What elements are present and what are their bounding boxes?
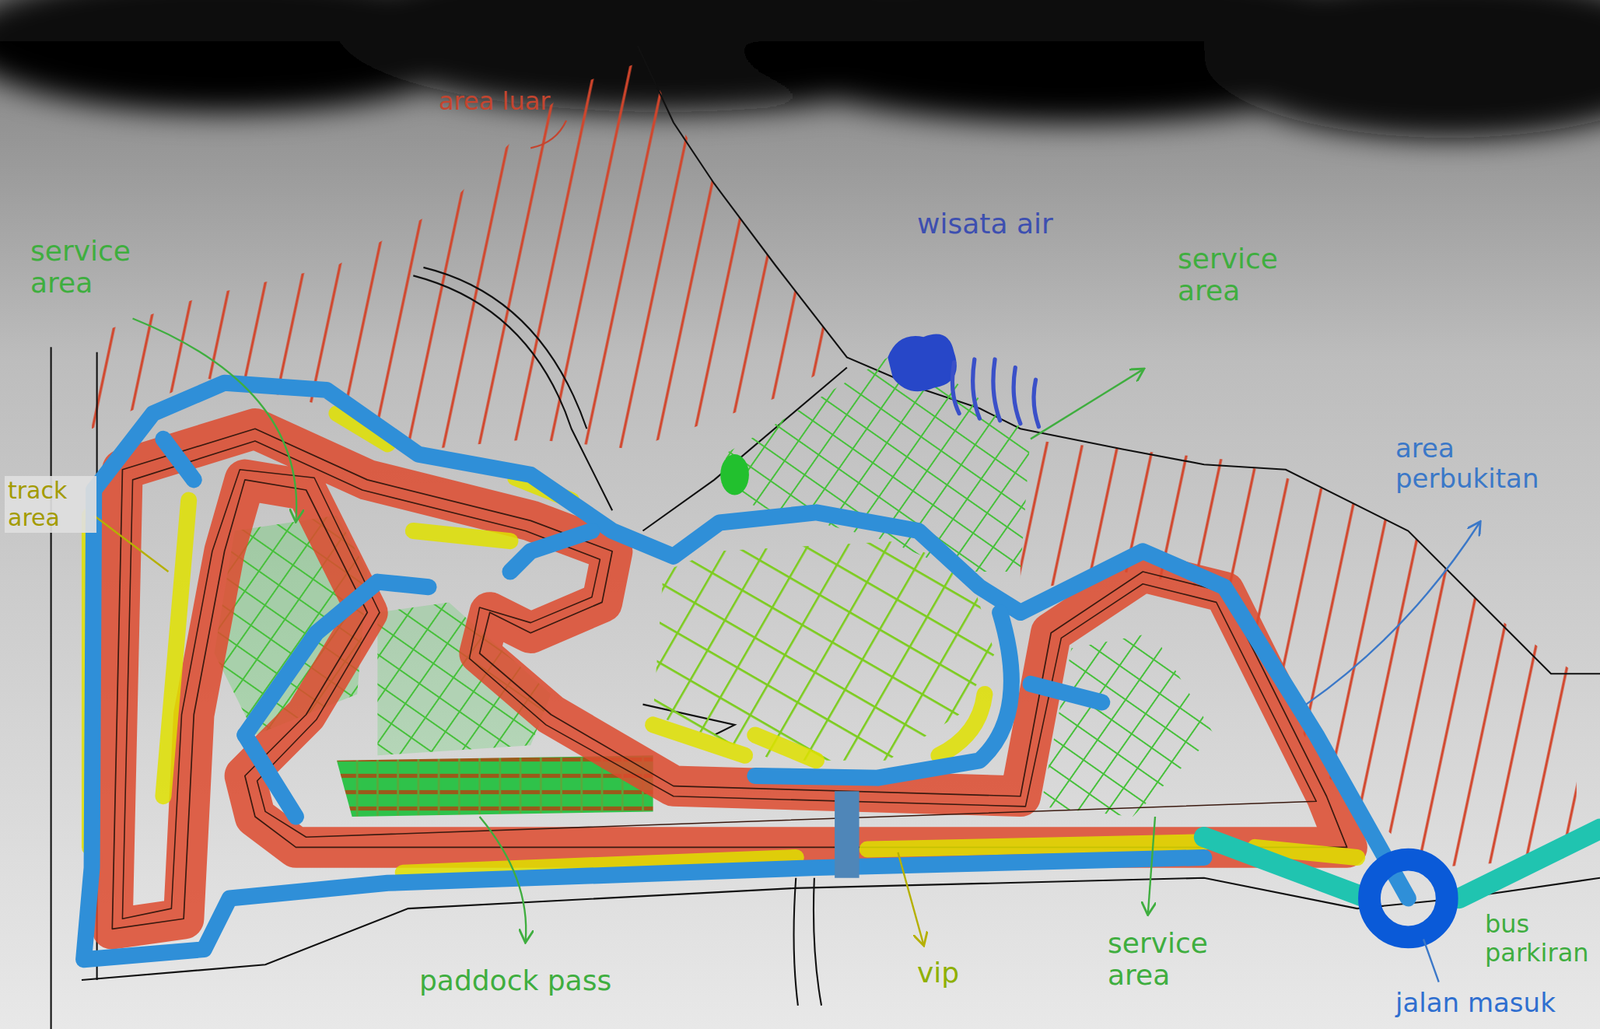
- roads-part: [245, 735, 297, 817]
- roads-part: [84, 490, 1205, 960]
- yellow-strips-part: [653, 724, 746, 756]
- yellow-strips-part: [755, 735, 817, 761]
- water-feature-part-part: [1013, 367, 1021, 424]
- water-feature-part-part: [952, 362, 960, 414]
- leader-lines-part: [1030, 369, 1143, 439]
- leader-lines-part: [1148, 816, 1156, 914]
- leader-lines-part: [1305, 522, 1480, 705]
- map-label: area perbukitan: [1392, 431, 1587, 496]
- leader-lines-part: [479, 816, 527, 942]
- leader-lines-part: [530, 120, 567, 148]
- map-label: area luar: [435, 85, 584, 118]
- roads-part: [510, 531, 592, 573]
- roads: [84, 382, 1409, 960]
- water-feature-part-part: [1033, 379, 1039, 427]
- leader-lines-part: [133, 318, 298, 522]
- map-label: track area: [4, 476, 97, 533]
- leader-lines-part: [94, 515, 169, 572]
- roads-part: [245, 581, 429, 736]
- leader-lines-part: [1423, 939, 1439, 983]
- green-areas-part: [720, 454, 750, 496]
- roads-part: [163, 438, 194, 480]
- storm-cloud: [0, 0, 1600, 138]
- terrain-lines: [51, 45, 1600, 1029]
- terrain-lines-part: [813, 878, 822, 1006]
- gate-road: [834, 791, 859, 879]
- terrain-lines-part: [423, 267, 587, 429]
- race-track-part: [122, 441, 1317, 919]
- yellow-strips: [89, 413, 1357, 874]
- map-label: bus parkiran: [1481, 908, 1595, 970]
- map-label: wisata air: [913, 206, 1078, 242]
- map-label: service area: [1104, 925, 1268, 994]
- green-areas-part: [724, 357, 1031, 572]
- water-feature-part-part: [973, 359, 981, 419]
- green-areas-part: [1040, 633, 1215, 817]
- access-road-part: [1204, 836, 1368, 899]
- leader-lines: [94, 120, 1481, 983]
- storm-cloud-part: [0, 0, 1600, 42]
- roads-part: [755, 612, 1012, 779]
- leader-lines-part: [897, 852, 924, 945]
- water-feature-part: [887, 333, 957, 392]
- water-feature-part-part: [993, 359, 1001, 421]
- access-road-part: [1459, 829, 1600, 899]
- green-areas-part: [653, 541, 995, 761]
- map-label: service area: [1174, 241, 1331, 309]
- hill-hatching-part: [1020, 438, 1577, 868]
- roundabout: [1369, 859, 1448, 938]
- map-label: service area: [27, 233, 183, 302]
- yellow-strips-part: [938, 694, 985, 757]
- map-label: jalan masuk: [1392, 986, 1587, 1020]
- terrain-lines-part: [794, 878, 799, 1006]
- yellow-strips-part: [413, 531, 511, 542]
- map-label: vip: [913, 955, 984, 991]
- roads-part: [1030, 683, 1103, 703]
- map-label: paddock pass: [416, 962, 673, 998]
- water-feature-part: [952, 359, 1039, 428]
- yellow-strips-part: [163, 500, 190, 797]
- water-feature: [887, 333, 1039, 427]
- terrain-lines-part: [50, 346, 53, 1029]
